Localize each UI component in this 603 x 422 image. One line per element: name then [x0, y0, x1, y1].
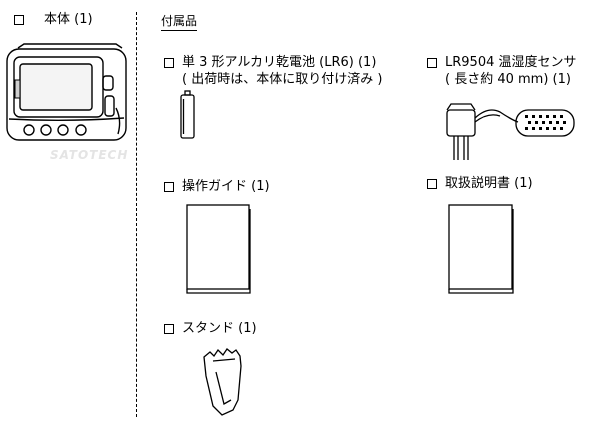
accessory-checklist-page: 本体 (1) SATOTECH 付属品	[0, 0, 603, 422]
stand-illustration	[0, 0, 603, 422]
